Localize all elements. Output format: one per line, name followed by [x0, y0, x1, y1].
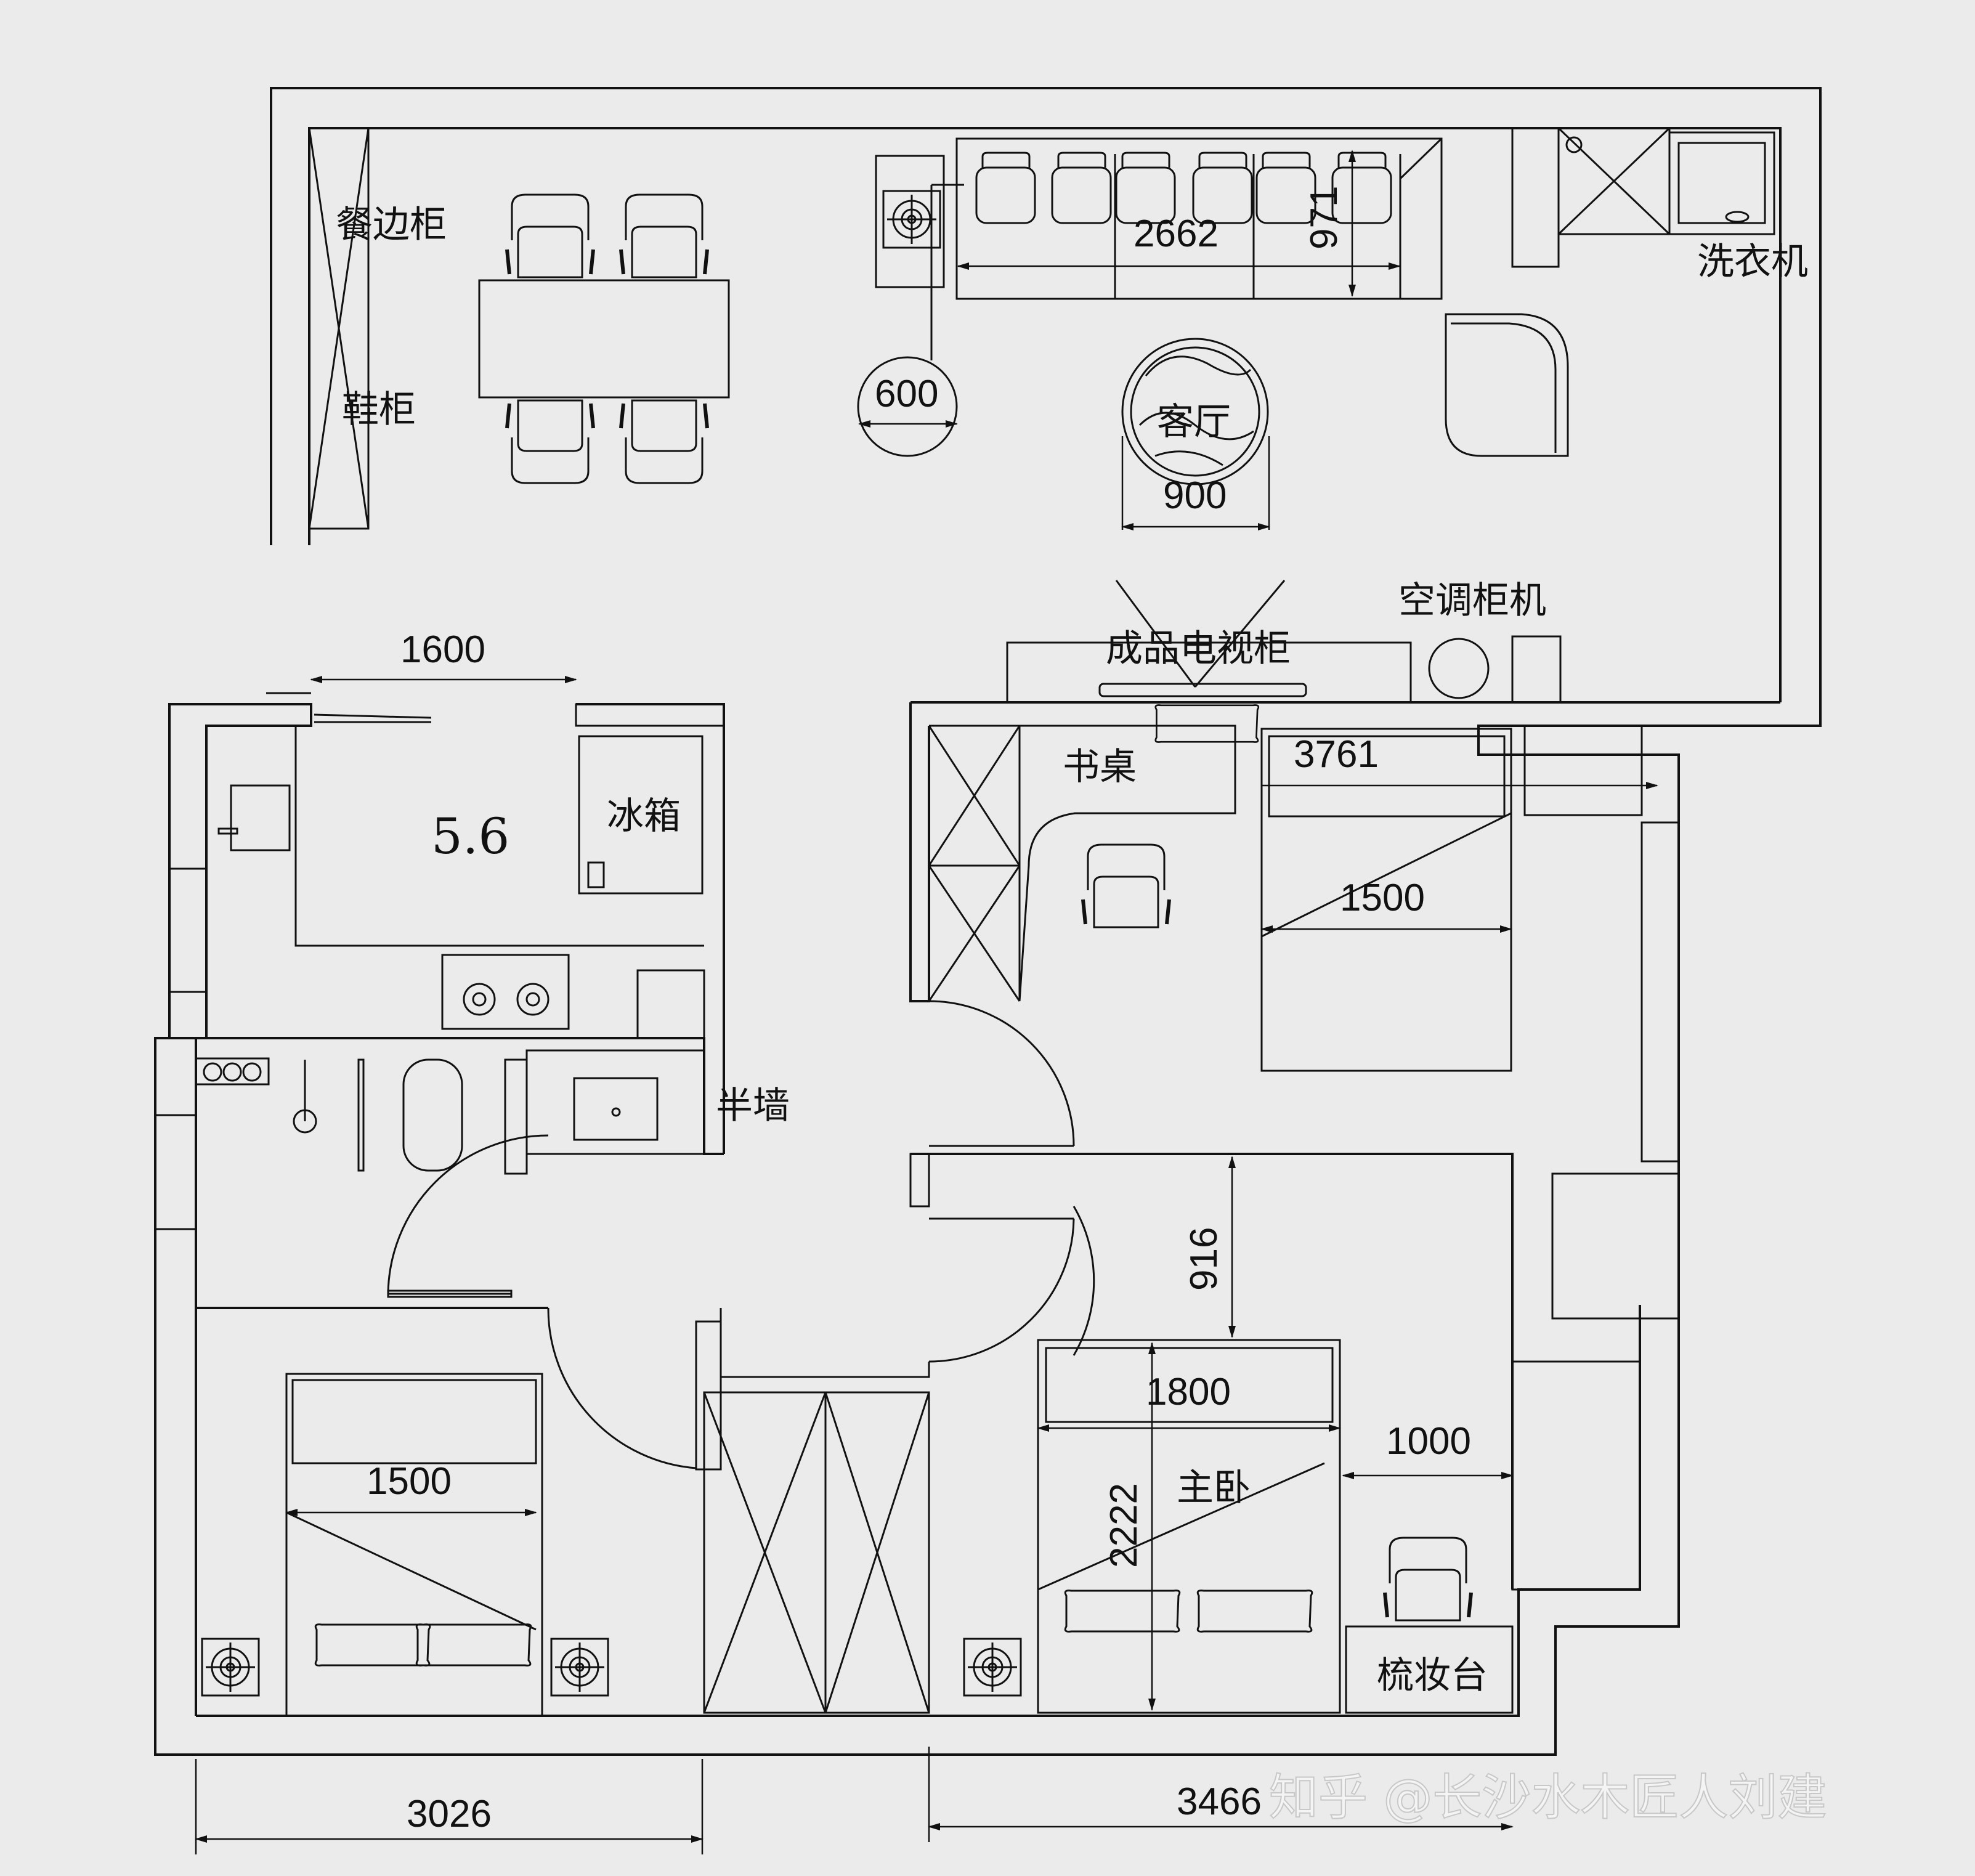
shoe-cabinet [308, 127, 370, 530]
kitchen-window [168, 867, 208, 993]
gas-stove [441, 954, 570, 1030]
bathroom-sink [573, 1077, 659, 1141]
master-bedroom-label: 主卧 [1177, 1466, 1251, 1509]
bottom-left-dim: 3026 [407, 1793, 492, 1835]
bedside-lamp-icon [550, 1638, 609, 1697]
half-wall-label: 半墙 [716, 1084, 790, 1127]
master-bedroom: 1800 2222 主卧 916 1000 梳妆台 [963, 1156, 1680, 1714]
shoe-cabinet-label: 鞋柜 [342, 388, 416, 431]
bathroom: 半墙 [154, 1037, 790, 1309]
dining-table [478, 279, 730, 399]
side-table-dim: 600 [875, 373, 938, 415]
bed-3 [285, 1373, 543, 1717]
desk [1018, 725, 1236, 1002]
washing-machine [1668, 131, 1775, 235]
bed-3-dim: 1500 [367, 1460, 452, 1503]
bedside-lamp-icon [963, 1638, 1022, 1697]
fridge-label: 冰箱 [607, 795, 681, 838]
kitchen-area-label: 5.6 [431, 808, 509, 865]
dining-area: 餐边柜 鞋柜 [308, 127, 730, 530]
armchair [1445, 313, 1569, 457]
kitchen-sink [230, 784, 291, 851]
ac-unit-label: 空调柜机 [1398, 579, 1546, 622]
side-table [875, 155, 945, 288]
bedroom-2-width-dim: 3761 [1294, 733, 1379, 776]
tv-cabinet [1006, 641, 1412, 704]
fridge [578, 735, 704, 895]
sofa-width-dim: 2662 [1133, 213, 1219, 255]
bed-2-dim: 1500 [1340, 877, 1425, 919]
tv-cabinet-label: 成品电视柜 [1106, 627, 1291, 670]
bedroom-2-door-swing [928, 1000, 1075, 1147]
living-area: 600 2662 971 客厅 900 成品电视柜 空调柜机 [857, 127, 1808, 704]
master-bed-length-dim: 2222 [1103, 1483, 1145, 1568]
dining-chair [621, 400, 707, 483]
dining-chair [507, 195, 593, 277]
toilet [402, 1058, 463, 1172]
vanity-label: 梳妆台 [1377, 1654, 1488, 1697]
coffee-table-dim: 900 [1163, 474, 1227, 517]
sofa-depth-dim: 971 [1303, 186, 1345, 250]
washing-machine-label: 洗衣机 [1697, 240, 1808, 283]
kitchen: 1600 冰箱 5.6 [168, 628, 725, 1154]
dining-chair [507, 400, 593, 483]
master-side-dim: 1000 [1386, 1420, 1471, 1463]
watermark: 知乎 @长沙水木匠人刘建 [1269, 1769, 1827, 1826]
desk-chair [1083, 845, 1169, 927]
vanity-chair [1385, 1538, 1471, 1620]
tv [1098, 683, 1307, 697]
master-clear-dim: 916 [1183, 1227, 1225, 1291]
kitchen-width-dim: 1600 [400, 628, 485, 671]
sofa [955, 137, 1443, 300]
master-bed [1037, 1339, 1341, 1714]
round-side-table [857, 356, 958, 457]
exterior-walls [154, 87, 1822, 1756]
master-door-swing [928, 1218, 1075, 1363]
bedside-lamp-icon [201, 1638, 260, 1697]
vanity [1345, 1625, 1514, 1714]
bathroom-window [154, 1114, 197, 1230]
third-bedroom: 1500 [195, 1308, 609, 1717]
wardrobe [703, 1391, 930, 1714]
desk-label: 书桌 [1063, 745, 1137, 789]
bathroom-door-swing [387, 1134, 549, 1296]
dining-chair [621, 195, 707, 277]
ac-unit [1428, 638, 1490, 699]
bottom-right-dim: 3466 [1177, 1781, 1262, 1823]
living-room-label: 客厅 [1157, 400, 1231, 444]
overall-dimensions: 3026 3466 [195, 1747, 1514, 1854]
corridor [547, 1153, 1514, 1714]
master-bed-width-dim: 1800 [1146, 1371, 1231, 1413]
dining-sideboard-label: 餐边柜 [336, 203, 447, 246]
coffee-table [1121, 338, 1269, 485]
second-bedroom: 书桌 1500 3761 [909, 702, 1680, 1163]
bedroom-3-door-swing [547, 1307, 697, 1469]
bed-2 [1260, 728, 1512, 1072]
bedroom-2-window [1640, 821, 1680, 1163]
